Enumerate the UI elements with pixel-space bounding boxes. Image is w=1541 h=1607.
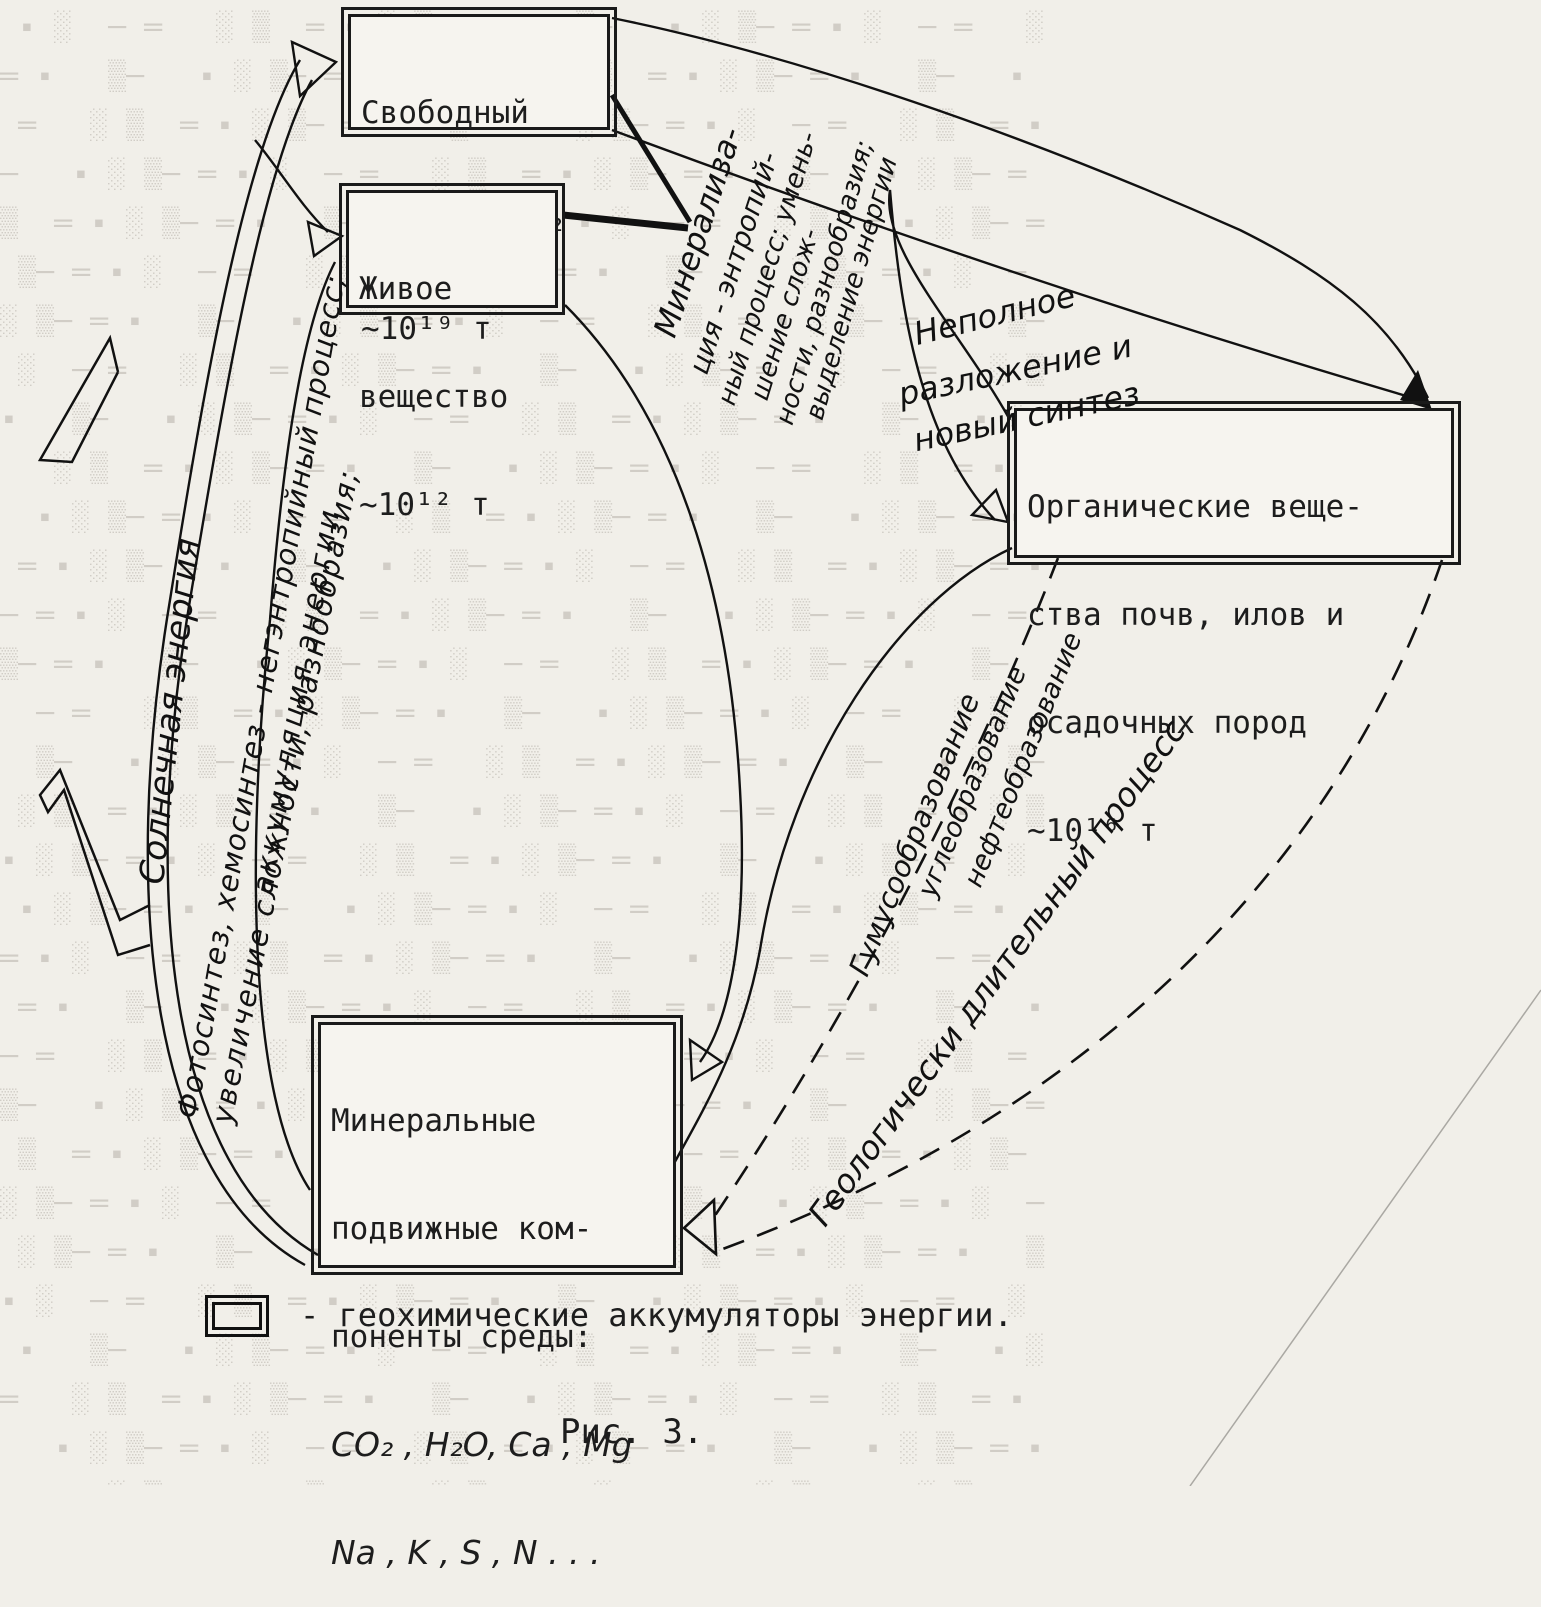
legend-text: - геохимические аккумуляторы энергии. (300, 1296, 1013, 1334)
mineral-components-box: Минеральные подвижные ком- поненты среды… (311, 1015, 683, 1571)
organic-to-mineral-arrow (658, 546, 1013, 1191)
mineral-line-5: Na , K , S , N . . . (331, 1533, 601, 1572)
geological-arrowhead (682, 1197, 718, 1257)
photosynthesis-arrowhead-living (306, 220, 345, 259)
mineralization-arrowhead (688, 1037, 725, 1083)
photosynthesis-arrow-inner (254, 261, 337, 1191)
oxygen-to-organic-arrow-2 (611, 128, 1421, 402)
organic-line-3: осадочных пород (1027, 705, 1307, 741)
solar-energy-arrow-upper (37, 334, 120, 464)
organic-line-2: ства почв, илов и (1027, 597, 1345, 633)
photosynthesis-arrow-outer-2 (166, 79, 319, 1257)
organic-line-1: Органические веще- (1027, 489, 1363, 525)
oxygen-line-1: Свободный (361, 95, 529, 131)
oxygen-box: Свободный кислород O₂ ~10¹⁹ т (341, 7, 617, 347)
mineral-line-3: поненты среды: (331, 1319, 593, 1355)
living-line-1: Живое (359, 271, 453, 307)
legend-box-icon (205, 1295, 269, 1337)
geological-dashed-arrow-2 (719, 559, 1444, 1252)
solar-energy-arrow (38, 767, 151, 957)
living-line-2: вещество (359, 379, 509, 415)
decomposition-loop-arrow (887, 189, 1012, 521)
scan-fold-line (1189, 989, 1541, 1486)
oxygen-line-3: ~10¹⁹ т (361, 311, 492, 347)
figure-caption: Рис. 3. (560, 1412, 704, 1452)
organic-matter-box: Органические веще- ства почв, илов и оса… (1007, 401, 1461, 849)
organic-line-4: ~10¹⁶ т (1027, 813, 1158, 849)
mineral-line-1: Минеральные (331, 1103, 537, 1139)
organic-top-arrowhead (1400, 370, 1432, 410)
mineral-line-2: подвижные ком- (331, 1211, 593, 1247)
living-line-3: ~10¹² т (359, 487, 490, 523)
photosynthesis-arrow-to-living (254, 139, 329, 233)
photosynthesis-arrow-outer (146, 59, 306, 1267)
mineral-line-4: CO₂ , H₂O, Ca , Mg (331, 1425, 633, 1464)
decomposition-loop-arrowhead (969, 487, 1010, 524)
oxygen-to-mineralization-line (609, 93, 693, 224)
mineralization-arrow (564, 304, 744, 1063)
living-matter-box: Живое вещество ~10¹² т (339, 183, 565, 523)
living-to-mineralization-line (562, 211, 689, 232)
oxygen-to-organic-arrow (611, 16, 1430, 399)
photosynthesis-arrowhead-oxygen (290, 39, 339, 99)
diagram-arrows (37, 16, 1541, 1486)
